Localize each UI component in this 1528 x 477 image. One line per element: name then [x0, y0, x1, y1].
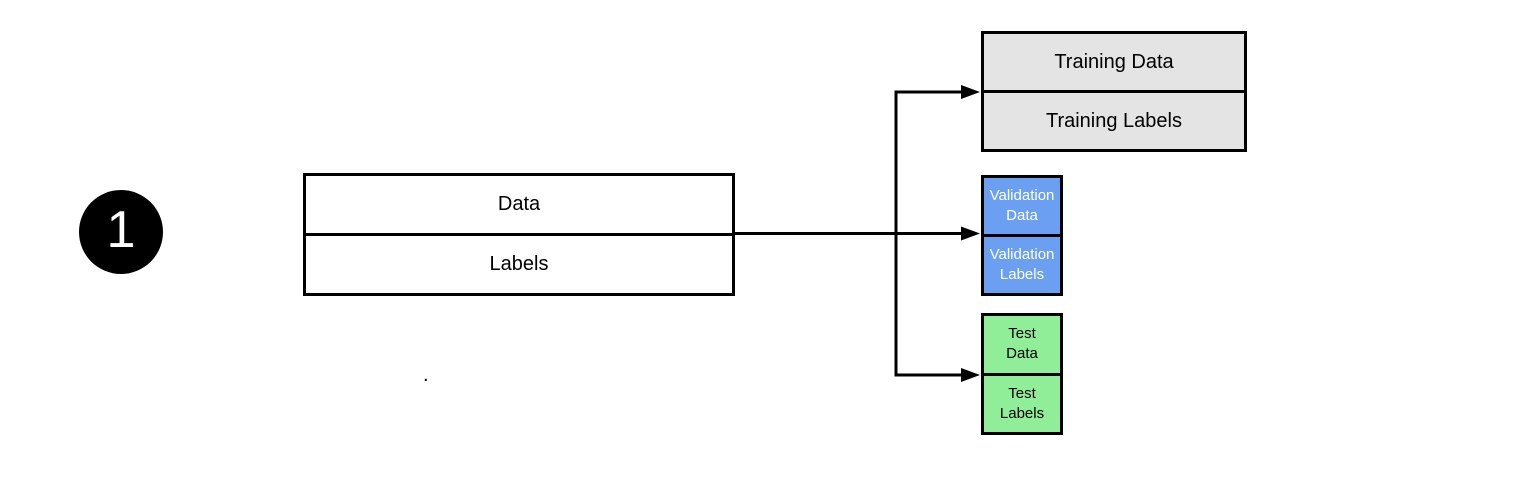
training-data-cell: Training Data — [984, 34, 1244, 90]
test-data-cell: Test Data — [984, 316, 1060, 373]
test-labels-cell: Test Labels — [984, 372, 1060, 433]
test-labels-label: Test Labels — [999, 384, 1045, 422]
validation-labels-label: Validation Labels — [989, 245, 1055, 283]
validation-labels-cell: Validation Labels — [984, 234, 1060, 293]
source-labels-cell: Labels — [306, 233, 732, 293]
step-badge-number: 1 — [106, 201, 136, 259]
training-box: Training Data Training Labels — [981, 31, 1247, 152]
source-data-label: Data — [497, 193, 541, 215]
source-labels-label: Labels — [489, 253, 549, 275]
arrowhead-test-icon — [961, 368, 980, 382]
validation-box: Validation Data Validation Labels — [981, 175, 1063, 296]
training-data-label: Training Data — [1054, 50, 1174, 73]
test-data-label: Test Data — [1006, 325, 1038, 363]
arrowhead-validation-icon — [961, 226, 980, 241]
test-box: Test Data Test Labels — [981, 313, 1063, 435]
step-badge: 1 — [79, 190, 163, 274]
stray-dot: . — [423, 364, 429, 386]
training-labels-cell: Training Labels — [984, 90, 1244, 149]
source-data-cell: Data — [306, 176, 732, 233]
validation-data-label: Validation Data — [989, 186, 1055, 224]
source-box: Data Labels — [303, 173, 735, 296]
arrowheads — [961, 85, 980, 382]
training-labels-label: Training Labels — [1045, 109, 1182, 132]
arrowhead-training-icon — [961, 85, 980, 99]
connector-lines — [735, 90, 963, 377]
validation-data-cell: Validation Data — [984, 178, 1060, 234]
